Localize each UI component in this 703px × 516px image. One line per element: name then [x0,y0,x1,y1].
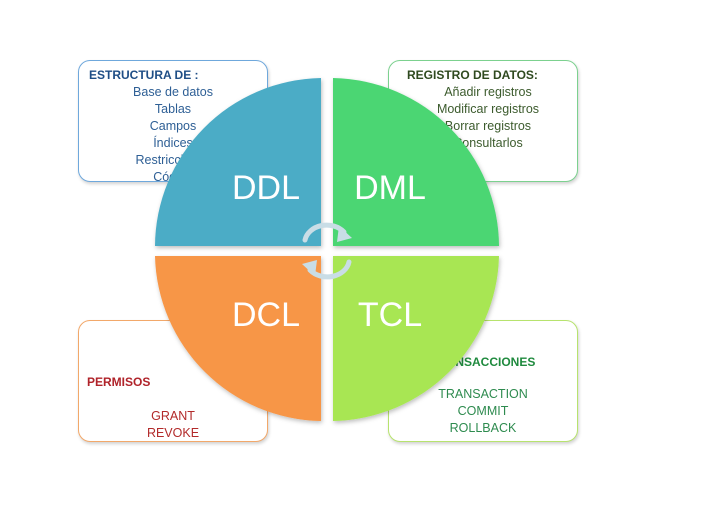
tcl-item: COMMIT [457,404,509,418]
dcl-item: GRANT [151,409,195,423]
dcl-items: GRANT REVOKE [79,408,267,442]
dml-box-title: REGISTRO DE DATOS: [407,68,538,82]
ddl-box-title: ESTRUCTURA DE : [89,68,199,82]
quadrant-ddl [155,78,321,246]
dml-label: DML [354,169,426,207]
quadrant-tcl [333,256,499,421]
tcl-items: TRANSACTION COMMIT ROLLBACK [389,386,577,437]
tcl-item: TRANSACTION [438,387,528,401]
ddl-item: Índices [153,136,193,150]
dcl-label: DCL [232,296,300,334]
dcl-box-title: PERMISOS [87,375,151,389]
tcl-label: TCL [358,296,422,334]
ddl-label: DDL [232,169,300,207]
quadrant-dml [333,78,499,246]
dml-item: Modificar registros [436,102,540,116]
tcl-item: ROLLBACK [449,421,517,435]
quadrant-dcl [155,256,321,421]
dml-item: Borrar registros [444,119,532,133]
dcl-item: REVOKE [146,426,200,440]
dml-item: Consultarlos [453,136,523,150]
ddl-item: Campos [149,119,197,133]
cycle-arrows-icon [302,222,352,280]
dml-item: Añadir registros [444,85,532,99]
ddl-item: Tablas [154,102,192,116]
ddl-item: Base de datos [133,85,213,99]
